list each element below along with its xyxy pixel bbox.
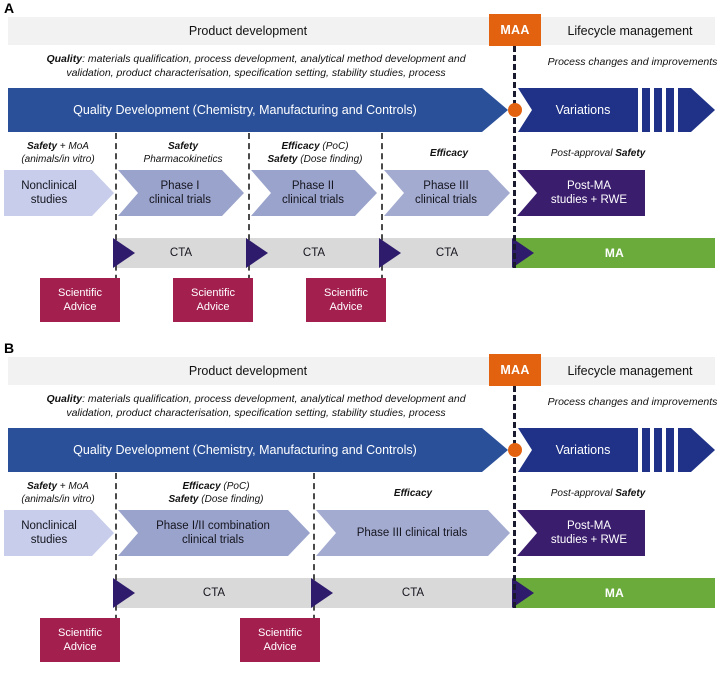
ma-bar-a: MA [514,238,715,268]
panel-b-letter: B [4,340,15,356]
header-band-a [8,17,715,45]
phase-separator-2-b [313,473,315,641]
cta-bar-2-b: CTA [313,578,513,608]
phase-label-nonclinical-b: Safety + MoA(animals/in vitro) [21,481,95,505]
header-maa-b: MAA [489,354,541,386]
maa-dashed-line-b [513,386,516,608]
phase-label-phase-iii-a: Efficacy [429,148,469,159]
header-lifecycle-management-a: Lifecycle management [567,24,693,38]
panel-b: B Product development MAA Lifecycle mana… [0,340,723,673]
panel-a-letter: A [4,0,15,16]
quality-caption-a: Quality: materials qualification, proces… [46,53,466,79]
quality-caption-b: Quality: materials qualification, proces… [46,393,466,419]
maa-milestone-dot-b [508,443,522,457]
phase-separator-3-a [381,133,383,301]
maa-milestone-dot-a [508,103,522,117]
phase-label-post-ma-b: Post-approval Safety [550,488,646,499]
process-caption-b: Process changes and improvements [547,396,718,408]
process-caption-a: Process changes and improvements [547,56,718,68]
cta-bar-1-a: CTA [115,238,247,268]
phase-label-phase-ii-a: Efficacy (PoC)Safety (Dose finding) [267,141,363,165]
variations-segment-3-a [654,88,662,132]
header-product-development-a: Product development [188,24,308,38]
phase-label-nonclinical-a: Safety + MoA(animals/in vitro) [21,141,95,165]
header-maa-a: MAA [489,14,541,46]
phase-separator-1-b [115,473,117,641]
panel-a: A Product development MAA Lifecycle mana… [0,0,723,336]
variations-segment-4-a [666,88,674,132]
phase-arrow-phase-iii-b: Phase III clinical trials [316,510,510,556]
variations-segment-3-b [654,428,662,472]
phase-separator-1-a [115,133,117,301]
maa-dashed-line-a [513,46,516,268]
variations-arrow-a: Variations [518,88,715,132]
variations-arrow-b: Variations [518,428,715,472]
variations-segment-5-b [678,428,715,472]
quality-development-arrow-a: Quality Development (Chemistry, Manufact… [8,88,508,132]
header-product-development-b: Product development [188,364,308,378]
phase-label-post-ma-a: Post-approval Safety [550,148,646,159]
variations-segment-4-b [666,428,674,472]
phase-label-phase-iii-b: Efficacy [393,488,433,499]
variations-label-a: Variations [518,88,638,132]
cta-bar-1-b: CTA [115,578,313,608]
header-band-b [8,357,715,385]
header-lifecycle-management-b: Lifecycle management [567,364,693,378]
phase-separator-2-a [248,133,250,301]
phase-label-phase-i-ii-b: Efficacy (PoC)Safety (Dose finding) [168,481,264,505]
quality-development-arrow-b: Quality Development (Chemistry, Manufact… [8,428,508,472]
variations-label-b: Variations [518,428,638,472]
variations-segment-2-b [642,428,650,472]
cta-bar-3-a: CTA [381,238,513,268]
cta-bar-2-a: CTA [248,238,380,268]
variations-segment-5-a [678,88,715,132]
ma-bar-b: MA [514,578,715,608]
variations-segment-2-a [642,88,650,132]
